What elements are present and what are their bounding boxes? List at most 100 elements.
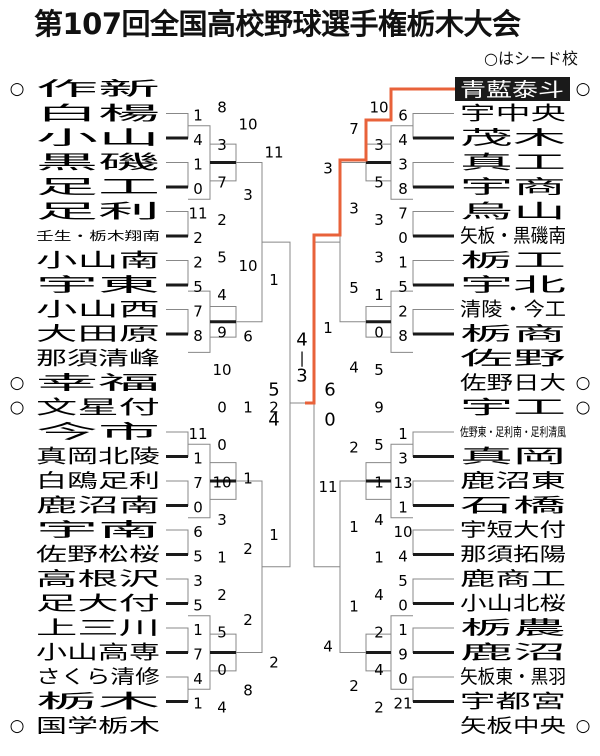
r3-score-left: 3 bbox=[243, 186, 253, 204]
r2-score-right: 9 bbox=[374, 399, 384, 417]
r3-score-left: 2 bbox=[243, 611, 253, 629]
r1-score-left: 4 bbox=[193, 131, 203, 149]
team-name-right-3: 真工 bbox=[460, 152, 566, 174]
r3-score-right: 2 bbox=[349, 438, 359, 456]
r4-score-left: 11 bbox=[264, 144, 283, 162]
r1-score-right: 0 bbox=[398, 670, 408, 688]
r4-score-left: 2 bbox=[269, 653, 279, 671]
r1-score-left: 8 bbox=[193, 327, 203, 345]
r2-score-left: 0 bbox=[217, 661, 227, 679]
r1-score-left: 5 bbox=[193, 278, 203, 296]
r2-score-right: 3 bbox=[374, 136, 384, 154]
r1-score-right: 10 bbox=[393, 523, 412, 541]
semifinal-score-right: 0 bbox=[324, 410, 335, 431]
team-name-left-12: 幸福 bbox=[36, 372, 160, 394]
team-name-left-13: 文星付 bbox=[36, 397, 160, 419]
r2-score-right: 4 bbox=[374, 661, 384, 679]
final-score-bottom: 3 bbox=[296, 366, 307, 387]
r1-score-left: 0 bbox=[193, 180, 203, 198]
r4-score-right: 4 bbox=[323, 637, 333, 655]
r1-score-right: 0 bbox=[398, 597, 408, 615]
r1-score-right: 21 bbox=[393, 695, 412, 713]
r3-score-left: 1 bbox=[243, 469, 253, 487]
r2-score-left: 4 bbox=[217, 286, 227, 304]
r1-bracket-left bbox=[166, 676, 189, 702]
r4-bracket-bottom-right bbox=[339, 480, 366, 653]
semifinal-bracket-right bbox=[313, 241, 340, 568]
r1-score-left: 0 bbox=[193, 499, 203, 517]
team-name-right-25: 宇都宮 bbox=[460, 691, 566, 713]
r1-score-right: 3 bbox=[398, 156, 408, 174]
r1-bracket-left bbox=[166, 431, 189, 457]
seed-legend: ○はシード校 bbox=[484, 49, 578, 68]
team-name-left-6: 壬生・栃木翔南 bbox=[36, 228, 160, 243]
r1-score-right: 5 bbox=[398, 278, 408, 296]
seed-mark-left-0: ○ bbox=[10, 79, 25, 99]
team-name-right-18: 宇短大付 bbox=[460, 519, 566, 541]
r2-score-left: 3 bbox=[217, 136, 227, 154]
r1-score-left: 5 bbox=[193, 597, 203, 615]
final-score-top: 4 bbox=[296, 330, 307, 351]
r2-score-right: 3 bbox=[374, 249, 384, 267]
r2-score-right: 0 bbox=[374, 324, 384, 342]
r2-score-left: 2 bbox=[217, 211, 227, 229]
r2-score-left: 9 bbox=[217, 324, 227, 342]
r4-score-right: 1 bbox=[323, 319, 333, 337]
r1-score-right: 9 bbox=[398, 646, 408, 664]
team-name-right-13: 宇工 bbox=[460, 397, 566, 419]
r1-score-right: 7 bbox=[398, 205, 408, 223]
r1-bracket-right bbox=[412, 162, 454, 188]
r1-score-right: 8 bbox=[398, 327, 408, 345]
r4-score-right: 11 bbox=[318, 478, 337, 496]
r3-score-right: 2 bbox=[349, 677, 359, 695]
seed-mark-right-12: ○ bbox=[576, 373, 591, 393]
r1-score-left: 11 bbox=[188, 205, 207, 223]
r1-score-left: 7 bbox=[193, 303, 203, 321]
r1-bracket-right bbox=[412, 309, 454, 335]
team-name-left-20: 高根沢 bbox=[36, 568, 160, 590]
team-name-left-3: 黒磯 bbox=[36, 152, 160, 174]
r1-bracket-right bbox=[412, 211, 454, 237]
r1-bracket-right bbox=[412, 480, 454, 506]
team-name-left-15: 真岡北陵 bbox=[36, 446, 160, 468]
r2-score-right: 10 bbox=[369, 99, 388, 117]
team-name-left-7: 小山南 bbox=[36, 250, 160, 272]
seed-mark-left-13: ○ bbox=[10, 398, 25, 418]
r1-bracket-left bbox=[166, 162, 189, 188]
semifinal-score-right: 6 bbox=[324, 380, 335, 401]
r3-score-left: 10 bbox=[238, 115, 257, 133]
team-name-left-10: 大田原 bbox=[36, 323, 160, 345]
r1-bracket-left bbox=[166, 211, 189, 237]
r2-score-left: 4 bbox=[217, 698, 227, 716]
seed-mark-left-12: ○ bbox=[10, 373, 25, 393]
r1-score-right: 1 bbox=[398, 621, 408, 639]
r2-score-right: 2 bbox=[374, 623, 384, 641]
team-name-left-18: 宇南 bbox=[36, 519, 160, 541]
r2-score-left: 10 bbox=[212, 473, 231, 491]
r1-score-left: 7 bbox=[193, 474, 203, 492]
team-name-right-15: 真岡 bbox=[460, 446, 566, 468]
team-name-left-1: 白楊 bbox=[36, 103, 160, 125]
r1-bracket-left bbox=[166, 529, 189, 555]
r1-score-right: 1 bbox=[398, 499, 408, 517]
team-name-left-5: 足利 bbox=[36, 201, 160, 223]
r1-score-left: 1 bbox=[193, 107, 203, 125]
semifinal-bracket-left bbox=[262, 241, 291, 568]
seed-mark-right-26: ○ bbox=[576, 716, 591, 736]
r3-score-right: 7 bbox=[349, 120, 359, 138]
r1-score-left: 5 bbox=[193, 548, 203, 566]
team-name-right-19: 那須拓陽 bbox=[460, 544, 566, 566]
r2-score-left: 0 bbox=[217, 399, 227, 417]
r1-score-left: 2 bbox=[193, 254, 203, 272]
r1-score-right: 4 bbox=[398, 548, 408, 566]
r1-bracket-right bbox=[412, 529, 454, 555]
team-name-left-17: 鹿沼南 bbox=[36, 495, 160, 517]
r1-bracket-right bbox=[412, 578, 454, 604]
r4-score-left: 2 bbox=[269, 399, 279, 417]
team-name-right-26: 矢板中央 bbox=[460, 715, 566, 737]
r3-score-left: 8 bbox=[243, 682, 253, 700]
r1-score-right: 6 bbox=[398, 107, 408, 125]
r1-score-left: 11 bbox=[188, 425, 207, 443]
r2-score-left: 10 bbox=[212, 361, 231, 379]
